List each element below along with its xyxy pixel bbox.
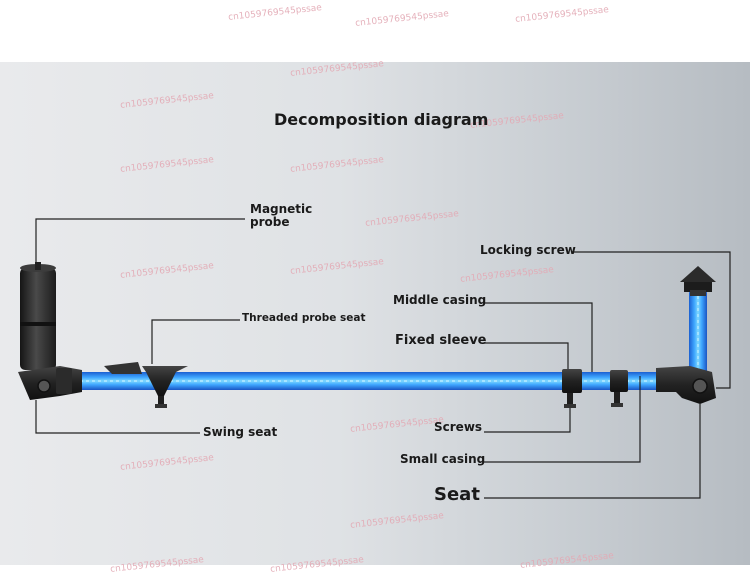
locking-screw-part bbox=[680, 266, 716, 296]
leader-threaded-probe-seat bbox=[151, 319, 240, 364]
label-locking-screw: Locking screw bbox=[480, 243, 576, 257]
diagram-title: Decomposition diagram bbox=[274, 110, 489, 129]
label-fixed-sleeve: Fixed sleeve bbox=[395, 333, 487, 348]
label-threaded-probe-seat: Threaded probe seat bbox=[242, 312, 366, 324]
leader-magnetic-probe bbox=[35, 218, 245, 262]
magnetic-probe-part bbox=[20, 262, 56, 370]
leader-lines bbox=[35, 218, 731, 499]
leader-swing-seat bbox=[35, 400, 200, 434]
label-screws: Screws bbox=[434, 420, 483, 434]
seat-part bbox=[656, 366, 716, 404]
label-magnetic-probe: Magnetic probe bbox=[250, 202, 313, 229]
swing-seat-part bbox=[18, 366, 82, 400]
threaded-probe-seat-part bbox=[104, 362, 188, 408]
label-seat: Seat bbox=[434, 484, 480, 505]
label-small-casing: Small casing bbox=[400, 452, 486, 466]
leader-small-casing bbox=[484, 376, 641, 463]
diagram-background-panel bbox=[0, 62, 750, 565]
leader-fixed-sleeve bbox=[484, 342, 569, 369]
label-swing-seat: Swing seat bbox=[203, 425, 278, 439]
leader-seat bbox=[484, 404, 701, 499]
label-middle-casing: Middle casing bbox=[393, 293, 487, 307]
leader-middle-casing bbox=[484, 302, 593, 372]
fixed-sleeve-part bbox=[562, 369, 582, 408]
leader-locking-screw bbox=[572, 251, 731, 389]
small-casing-part bbox=[610, 370, 628, 407]
leader-screws bbox=[484, 408, 571, 433]
